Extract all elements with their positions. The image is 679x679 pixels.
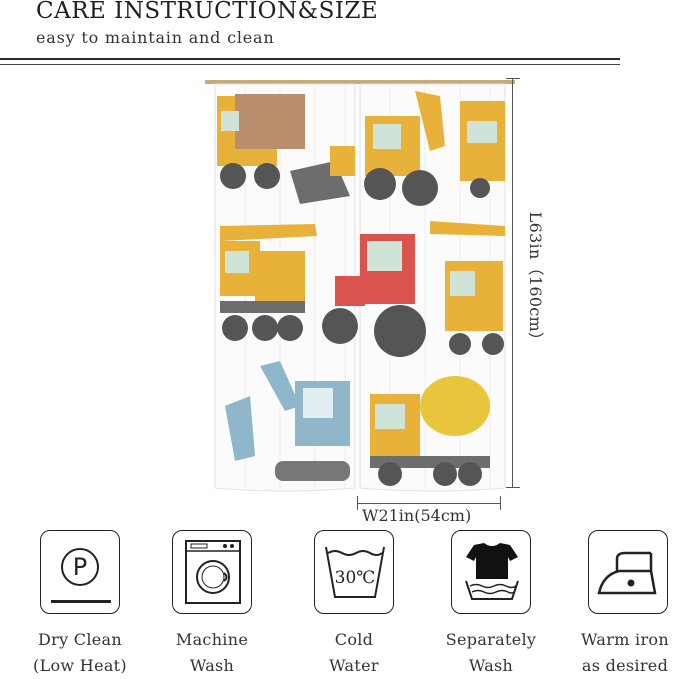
header-divider-thin bbox=[0, 64, 620, 65]
height-dimension-tick-top bbox=[506, 78, 520, 79]
width-dimension-tick-left bbox=[357, 496, 358, 510]
page-title: CARE INSTRUCTION&SIZE bbox=[36, 0, 379, 24]
dry-clean-label: Dry Clean(Low Heat) bbox=[33, 630, 127, 675]
excavator-icon bbox=[225, 361, 350, 481]
height-label: L63in（160cm） bbox=[526, 211, 545, 349]
truck-right-icon bbox=[460, 101, 505, 198]
cement-mixer-icon bbox=[370, 376, 490, 486]
red-tractor-icon bbox=[322, 234, 426, 357]
warm-iron-icon bbox=[588, 530, 668, 614]
width-label: W21in(54cm) bbox=[362, 506, 472, 525]
backhoe-icon bbox=[364, 91, 445, 206]
crane-right-icon bbox=[430, 221, 505, 355]
loader-icon bbox=[290, 146, 355, 204]
cold-water-icon: 30℃ bbox=[314, 530, 394, 614]
svg-text:P: P bbox=[73, 553, 87, 581]
crane-truck-icon bbox=[220, 224, 317, 341]
header-divider bbox=[0, 58, 620, 60]
separately-wash-icon bbox=[451, 530, 531, 614]
machine-wash-icon bbox=[172, 530, 252, 614]
svg-text:30℃: 30℃ bbox=[335, 568, 376, 588]
dump-truck-icon bbox=[217, 94, 305, 189]
height-dimension-tick-bottom bbox=[506, 487, 520, 488]
page-subtitle: easy to maintain and clean bbox=[36, 28, 275, 47]
curtain-illustration bbox=[205, 80, 515, 492]
dry-clean-icon: P bbox=[40, 530, 120, 614]
width-dimension-line bbox=[357, 503, 501, 504]
width-dimension-tick-right bbox=[500, 496, 501, 510]
height-dimension-line bbox=[512, 78, 513, 488]
